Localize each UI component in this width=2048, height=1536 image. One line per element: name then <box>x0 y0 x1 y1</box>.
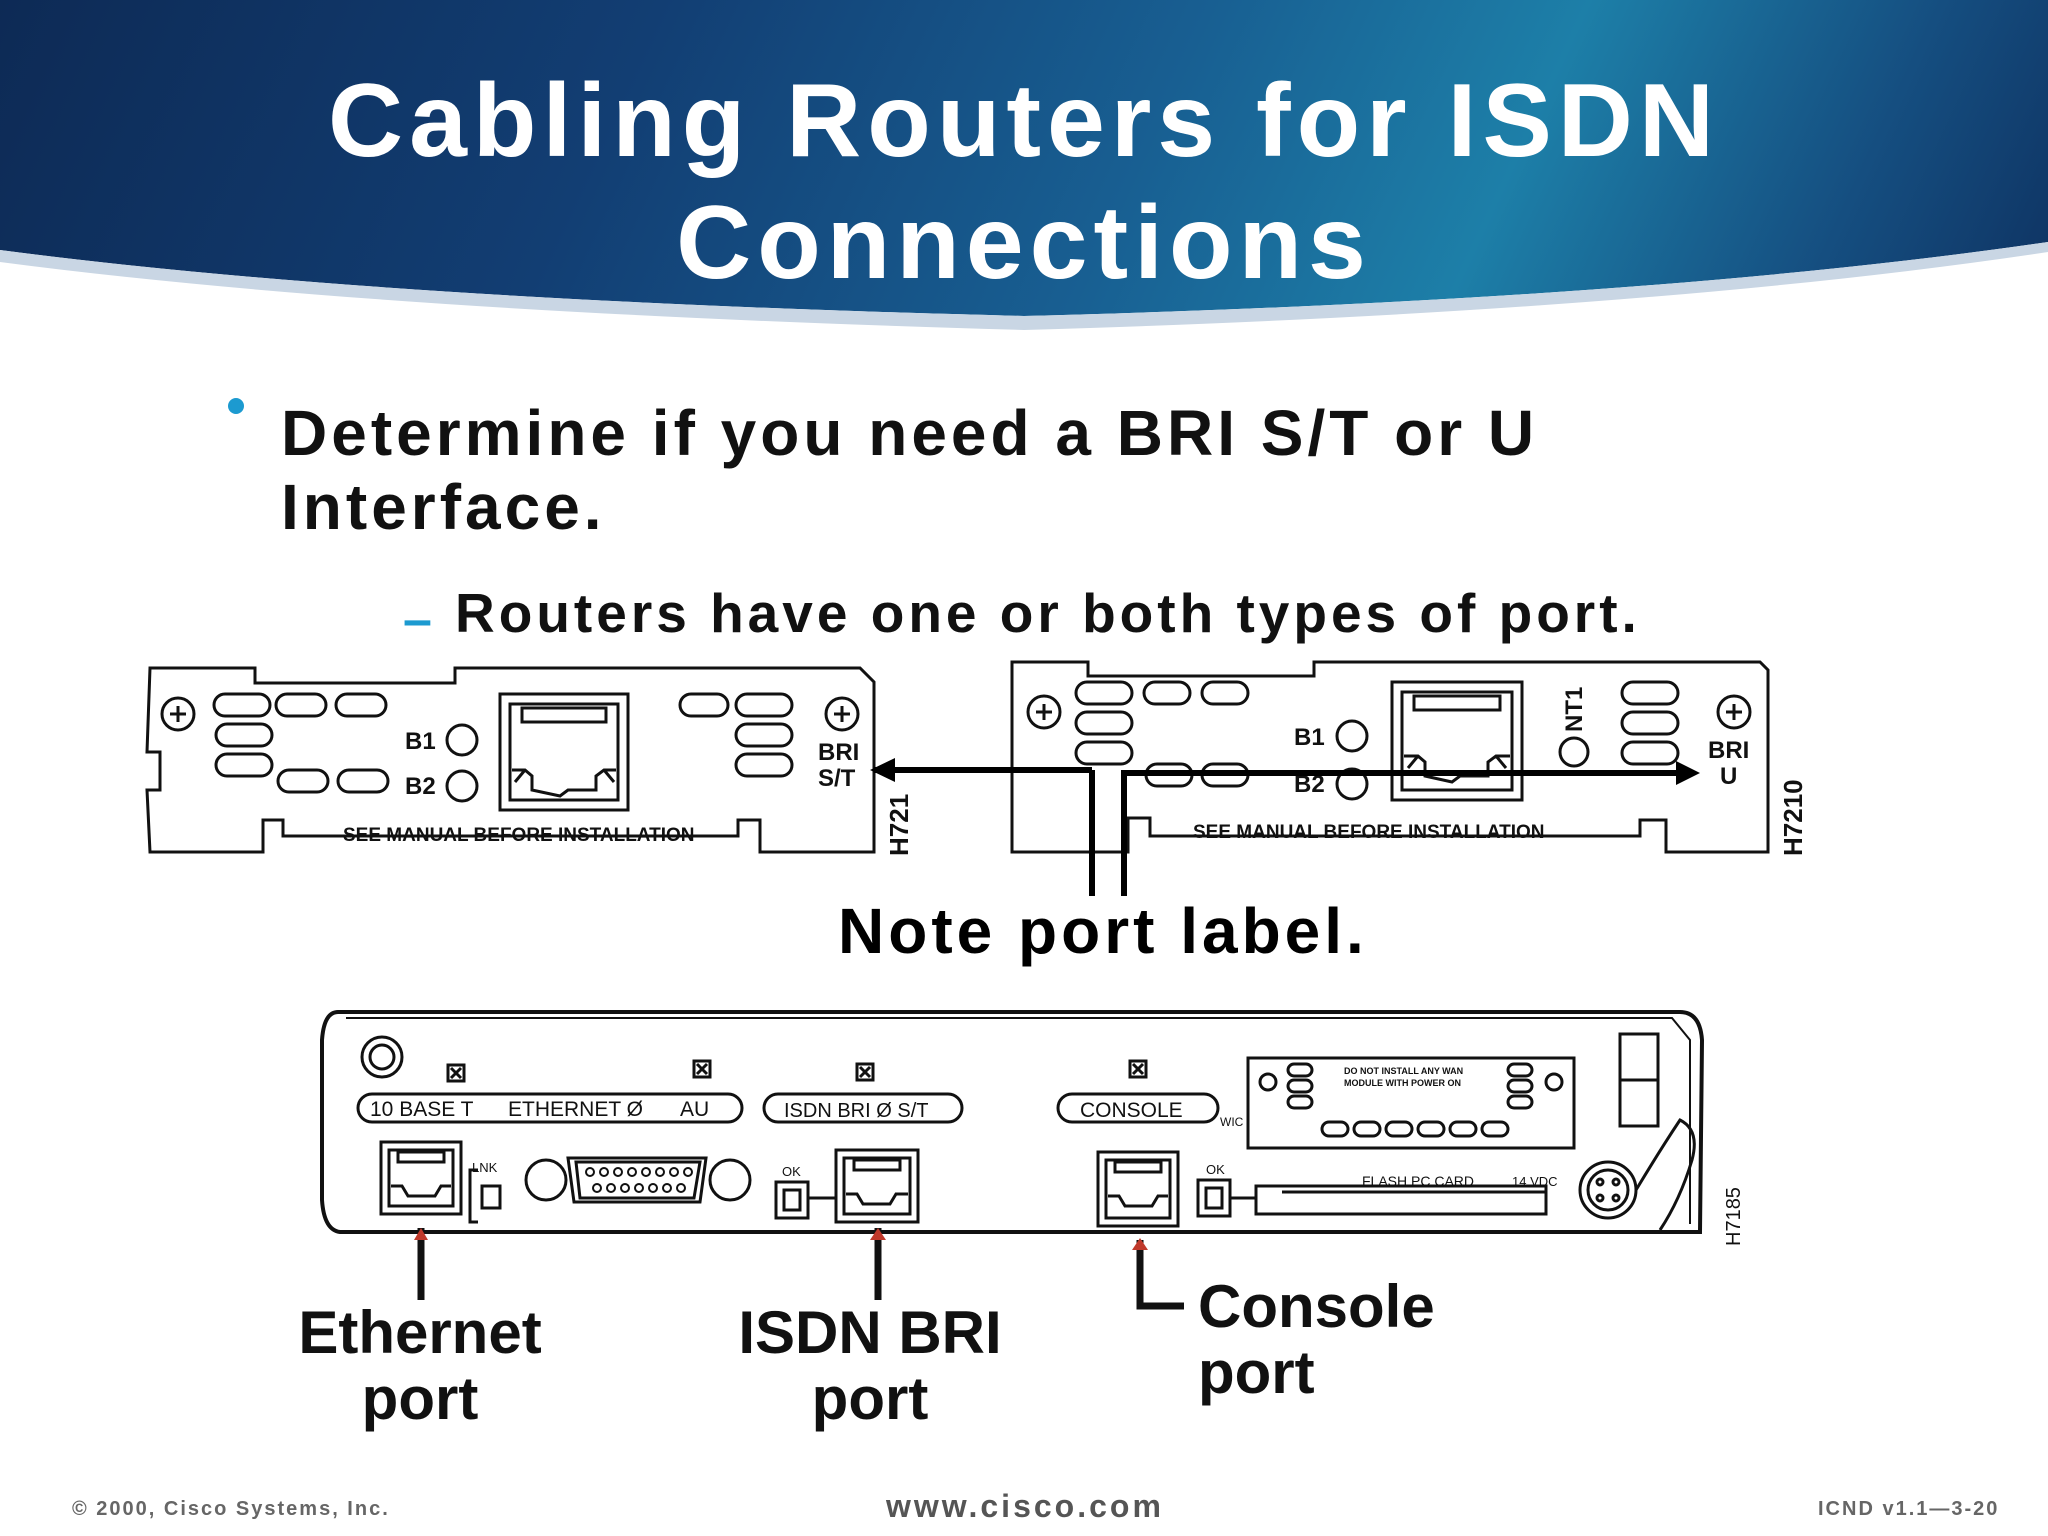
port-label-arrows <box>870 758 1700 896</box>
screw-icon <box>160 696 196 732</box>
console-ok-led-icon <box>1196 1178 1232 1218</box>
wic-warning-line-2: MODULE WITH POWER ON <box>1344 1078 1461 1088</box>
isdn-callout-line-1: ISDN BRI <box>738 1299 1002 1366</box>
wic-slot <box>1246 1056 1576 1150</box>
console-callout-line-1: Console <box>1198 1273 1435 1340</box>
isdn-bri-callout: ISDN BRI port <box>700 1300 1040 1432</box>
rj45-jack-icon <box>498 692 630 812</box>
screw-icon <box>1716 694 1752 730</box>
b1-led-icon <box>1335 719 1369 753</box>
flash-card-label: FLASH PC CARD <box>1362 1173 1474 1189</box>
console-ok-label: OK <box>1206 1162 1225 1177</box>
console-label-box <box>1056 1092 1220 1124</box>
port-id-icon <box>1128 1059 1148 1079</box>
b1-label: B1 <box>405 728 436 755</box>
port-id-icon <box>692 1059 712 1079</box>
screw-icon <box>824 696 860 732</box>
b1-led-icon <box>445 723 479 757</box>
arrowhead-right-icon <box>1676 761 1700 785</box>
console-port-icon <box>1096 1150 1180 1228</box>
router-rear-panel <box>320 1010 1705 1234</box>
wic-label: WIC <box>1220 1115 1244 1129</box>
ethernet-label-box <box>356 1092 744 1124</box>
console-port-label: CONSOLE <box>1080 1099 1183 1122</box>
warning-label: SEE MANUAL BEFORE INSTALLATION <box>1193 822 1545 843</box>
port-id-icon <box>855 1062 875 1082</box>
ethernet-port-label-2: ETHERNET Ø <box>508 1098 643 1121</box>
slide-title-line-2: Connections <box>676 185 1372 301</box>
isdn-label-box <box>762 1092 964 1124</box>
ethernet-port-label-1: 10 BASE T <box>370 1098 474 1121</box>
bri-u-port-label-2: U <box>1720 763 1737 790</box>
rj45-jack-icon <box>1390 680 1524 802</box>
console-callout: Console port <box>1198 1274 1458 1406</box>
module-id-label: H7210 <box>1778 779 1808 856</box>
bullet-dot <box>228 398 244 414</box>
footer-course-code: ICND v1.1—3-20 <box>1818 1498 2000 1520</box>
bri-st-port-label-2: S/T <box>818 765 856 792</box>
screw-icon <box>1026 694 1062 730</box>
module-id-label: H721 <box>884 794 914 856</box>
note-port-label: Note port label. <box>838 895 1368 967</box>
bri-u-module <box>1010 660 1770 854</box>
ethernet-callout: Ethernet port <box>270 1300 570 1432</box>
b2-label: B2 <box>405 773 436 800</box>
pointer-tips <box>414 1228 1148 1250</box>
ethernet-port-icon <box>379 1140 463 1216</box>
ethernet-callout-line-1: Ethernet <box>298 1299 542 1366</box>
console-callout-line-2: port <box>1198 1339 1315 1406</box>
sub-bullet-text: Routers have one or both types of port. <box>455 582 1641 644</box>
isdn-port-label: ISDN BRI Ø S/T <box>784 1100 928 1122</box>
b2-led-icon <box>445 769 479 803</box>
bri-st-module <box>145 666 876 854</box>
aui-port-label: AU <box>680 1098 709 1121</box>
power-label: 14 VDC <box>1512 1174 1558 1189</box>
panel-id-label: H7185 <box>1723 1187 1745 1246</box>
callout-pointers <box>417 1228 1184 1310</box>
console-pointer-line <box>1136 1240 1184 1310</box>
wic-warning-line-1: DO NOT INSTALL ANY WAN <box>1344 1066 1463 1076</box>
slide-title-line-1: Cabling Routers for ISDN <box>327 63 1721 179</box>
arrowhead-left-icon <box>870 758 895 782</box>
aui-port-icon <box>524 1156 752 1204</box>
footer-url[interactable]: www.cisco.com <box>886 1488 1164 1524</box>
isdn-callout-line-2: port <box>811 1365 929 1432</box>
flash-card-slot <box>1254 1184 1548 1216</box>
isdn-ok-led-icon <box>774 1180 810 1220</box>
lnk-label: LNK <box>472 1160 498 1175</box>
port-id-icon <box>446 1063 466 1083</box>
lnk-led-icon <box>480 1184 502 1210</box>
bri-u-port-label-1: BRI <box>1708 737 1749 764</box>
b2-led-icon <box>1335 767 1369 801</box>
warning-label: SEE MANUAL BEFORE INSTALLATION <box>343 825 695 846</box>
isdn-bri-port-icon <box>834 1148 920 1224</box>
ground-screw-icon <box>360 1035 404 1079</box>
footer-copyright: © 2000, Cisco Systems, Inc. <box>72 1498 390 1520</box>
sub-bullet-dash: – <box>403 591 432 649</box>
nt1-label: NT1 <box>1561 687 1588 732</box>
power-connector-icon <box>1578 1118 1696 1231</box>
ethernet-callout-line-2: port <box>361 1365 479 1432</box>
bullet-text: Determine if you need a BRI S/T or U Int… <box>281 397 1539 543</box>
nt1-led-icon <box>1558 736 1590 768</box>
isdn-ok-label: OK <box>782 1164 801 1179</box>
bri-st-port-label-1: BRI <box>818 739 859 766</box>
slide-title: Cabling Routers for ISDN Connections <box>0 60 2048 304</box>
b1-label: B1 <box>1294 724 1325 751</box>
